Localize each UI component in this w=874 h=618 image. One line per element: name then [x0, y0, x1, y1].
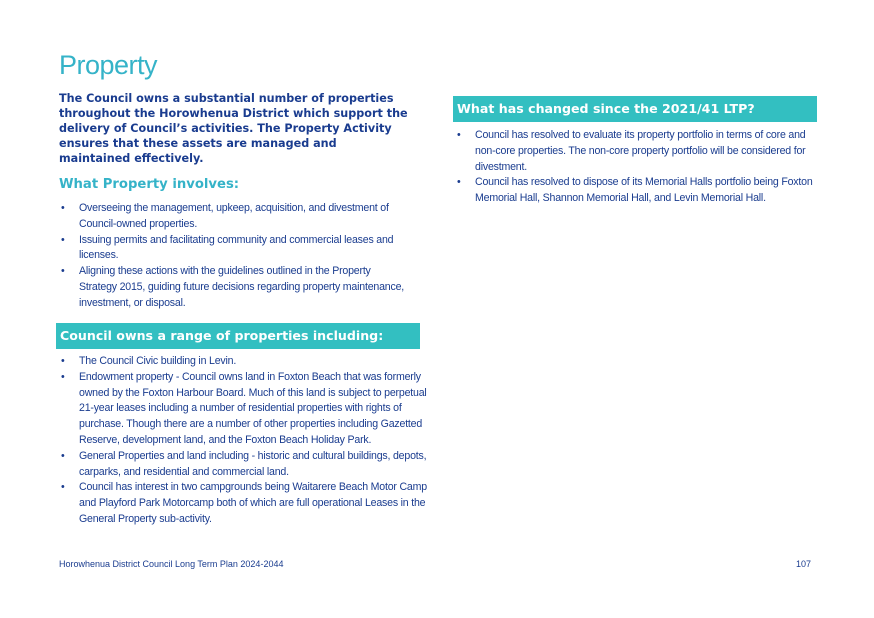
list-item: The Council Civic building in Levin.: [59, 354, 429, 370]
involves-heading: What Property involves:: [59, 177, 240, 192]
intro-paragraph: The Council owns a substantial number of…: [59, 92, 408, 165]
changed-heading-banner: What has changed since the 2021/41 LTP?: [453, 96, 817, 122]
involves-list: Overseeing the management, upkeep, acqui…: [59, 201, 404, 312]
list-item: Overseeing the management, upkeep, acqui…: [59, 201, 404, 233]
footer-document-title: Horowhenua District Council Long Term Pl…: [59, 559, 284, 569]
list-item: Council has resolved to evaluate its pro…: [455, 128, 827, 175]
list-item: Council has resolved to dispose of its M…: [455, 175, 827, 207]
list-item: Endowment property - Council owns land i…: [59, 370, 429, 449]
properties-heading-banner: Council owns a range of properties inclu…: [56, 323, 420, 349]
page-title: Property: [59, 50, 158, 80]
list-item: Issuing permits and facilitating communi…: [59, 233, 404, 265]
list-item: Aligning these actions with the guidelin…: [59, 264, 404, 311]
list-item: General Properties and land including - …: [59, 449, 429, 481]
list-item: Council has interest in two campgrounds …: [59, 480, 429, 527]
properties-list: The Council Civic building in Levin. End…: [59, 354, 429, 528]
page-number: 107: [796, 559, 812, 569]
changed-list: Council has resolved to evaluate its pro…: [455, 128, 827, 207]
